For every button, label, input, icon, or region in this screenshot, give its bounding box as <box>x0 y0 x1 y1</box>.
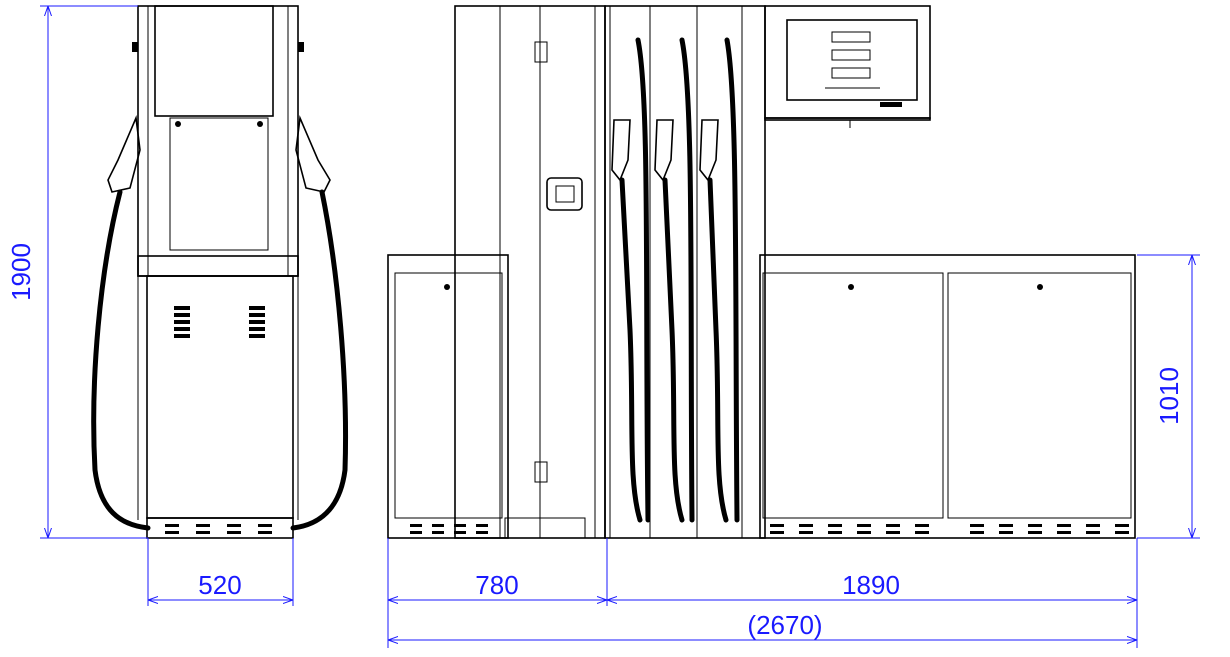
front-nozzle-housing <box>604 5 766 539</box>
dimensions: 1900 520 780 1890 (2670) 1010 <box>6 5 1200 648</box>
front-nozzle-1 <box>611 119 631 182</box>
side-middle-panel <box>169 117 269 251</box>
front-tall-column <box>454 5 606 539</box>
front-hose-1 <box>619 177 643 523</box>
front-right-door-1 <box>762 272 944 519</box>
front-hose-3 <box>707 177 729 523</box>
dim-height-base: 1010 <box>1154 367 1184 425</box>
side-head-box <box>154 5 274 117</box>
side-column-frame <box>137 5 299 277</box>
dim-width-cabinet: 780 <box>475 570 518 600</box>
side-base <box>146 517 294 539</box>
front-display-screen <box>786 19 918 101</box>
dim-width-dispenser: 1890 <box>842 570 900 600</box>
front-left-cabinet <box>387 254 509 539</box>
front-hose-2 <box>662 177 685 523</box>
dim-height-total: 1900 <box>6 243 36 301</box>
side-vent-left <box>174 306 190 338</box>
front-nozzle-3 <box>699 119 719 182</box>
front-display-head <box>764 5 931 119</box>
side-cabinet <box>146 275 294 519</box>
front-view <box>387 5 1136 539</box>
side-vent-right <box>249 306 265 338</box>
side-cabinet-top <box>137 255 299 277</box>
side-view <box>91 5 349 539</box>
front-lock <box>546 177 583 211</box>
dim-width-total: (2670) <box>747 610 822 640</box>
front-nozzle-2 <box>654 119 674 182</box>
side-hose-right <box>290 189 349 531</box>
front-right-door-2 <box>947 272 1132 519</box>
side-nozzle-left <box>107 114 141 193</box>
side-hose-left <box>91 189 151 531</box>
front-hinge-top <box>534 41 548 63</box>
side-nozzle-right <box>295 114 331 193</box>
dim-width-side: 520 <box>198 570 241 600</box>
front-right-cabinet <box>759 254 1136 539</box>
front-hinge-bottom <box>534 461 548 483</box>
